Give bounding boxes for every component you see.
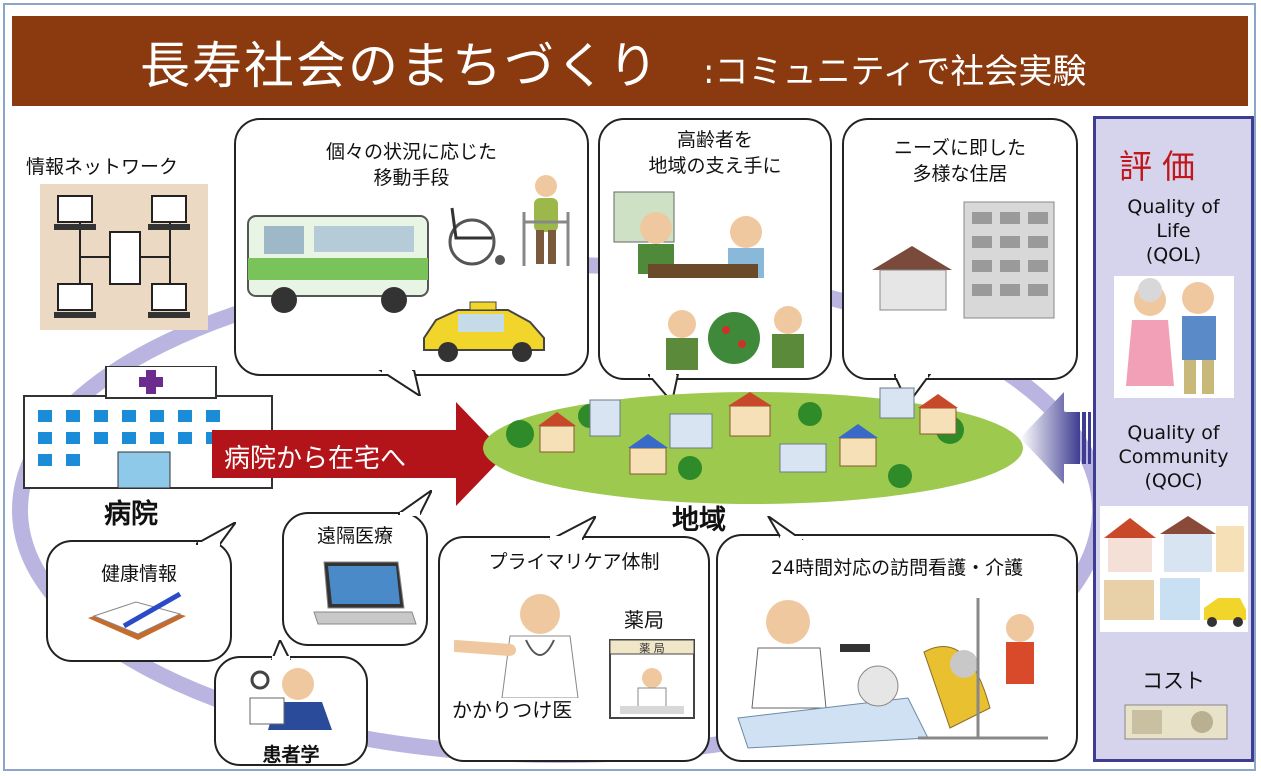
primary-care-bubble-tail [549,516,596,540]
laptop-icon [313,561,417,625]
patient-reading-icon [249,668,332,730]
taxi-icon [423,301,545,362]
cost-text: コスト [1142,669,1205,693]
pharmacy-sign: 薬 局 [639,642,665,655]
community-town-illustration [483,387,1023,504]
evaluation-panel [1093,116,1254,762]
patient-study-text: 患者学 [262,744,320,766]
housing-text: ニーズに即した 多様な住居 [893,137,1027,185]
notebook-pen-icon [88,591,186,640]
region-label: 地域 [672,505,726,536]
telemedicine-bubble-tail [398,490,432,516]
elderly-volunteers-icon [613,191,804,370]
elderly-support-text: 高齢者を 地域の支え手に [648,129,782,177]
pharmacy-booth-icon [609,639,695,719]
elderly-walker-icon [522,175,570,266]
wheelchair-icon [448,207,505,266]
hospital-label: 病院 [104,499,158,530]
banknote-icon [1124,704,1228,740]
primary-care-text: プライマリケア体制 [488,551,660,573]
community-houses-icon [1100,506,1248,632]
title-banner [12,16,1248,106]
qol-text: Quality of Life (QOL) [1127,196,1220,266]
health-info-bubble-tail [196,522,236,546]
home-care-text: 24時間対応の訪問看護・介護 [770,557,1024,579]
elderly-couple-icon [1114,276,1234,398]
telemedicine-text: 遠隔医療 [316,525,393,547]
gp-label: かかりつけ医 [452,698,573,722]
hospital-to-home-arrow [212,402,506,506]
page-subtitle: :コミュニティで社会実験 [703,52,1087,92]
health-info-text: 健康情報 [100,563,177,585]
health-info-bubble [46,540,232,662]
hospital-to-home-label: 病院から在宅へ [224,444,407,474]
info-network-label: 情報ネットワーク [26,156,179,178]
mobility-bubble-tail [378,370,422,396]
evaluation-arrow [1020,392,1095,484]
patient-study-bubble-tail [270,640,292,660]
page-title: 長寿社会のまちづくり [140,37,660,95]
network-diagram-icon [40,184,208,330]
qoc-text: Quality of Community (QOC) [1118,422,1229,492]
houses-icon [872,201,1055,319]
home-care-bubble-tail [767,516,804,540]
outer-frame [3,3,1256,771]
bus-icon [247,215,429,313]
evaluation-title: 評価 [1119,147,1205,186]
pharmacy-label: 薬局 [624,608,664,632]
nursing-care-icon [737,598,1048,749]
mobility-text: 個々の状況に応じた 移動手段 [325,141,497,189]
doctor-icon [454,594,579,698]
